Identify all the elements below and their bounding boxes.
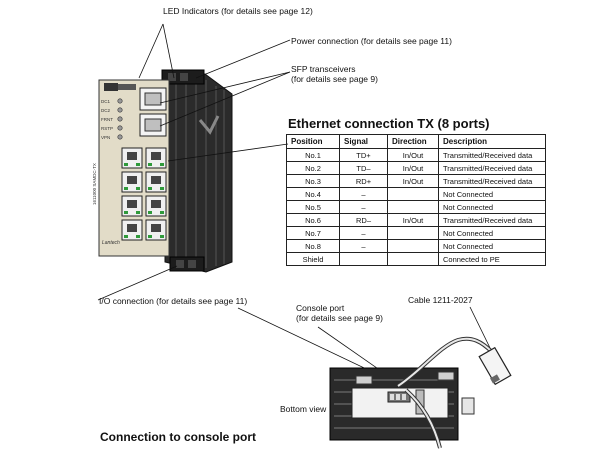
- cell-description: Not Connected: [438, 187, 546, 201]
- table-row: No.5 – Not Connected: [286, 200, 546, 214]
- cell-direction: [387, 187, 439, 201]
- switch-unit: [98, 69, 233, 273]
- table-row: No.3 RD+ In/Out Transmitted/Received dat…: [286, 174, 546, 188]
- led-label-list: DC1 DC2 FRNT RSTP VPN: [101, 97, 113, 142]
- led-label-dc2: DC2: [101, 108, 111, 113]
- led-label-rstp: RSTP: [101, 126, 114, 131]
- power-connection-label: Power connection (for details see page 1…: [291, 36, 452, 46]
- cell-description: Transmitted/Received data: [438, 161, 546, 175]
- cell-description: Not Connected: [438, 226, 546, 240]
- cell-direction: In/Out: [387, 161, 439, 175]
- cable-label: Cable 1211-2027: [408, 295, 473, 305]
- cell-signal: RD+: [339, 174, 388, 188]
- cell-signal: [339, 252, 388, 266]
- cell-position: No.4: [286, 187, 340, 201]
- cell-description: Transmitted/Received data: [438, 213, 546, 227]
- cell-signal: –: [339, 239, 388, 253]
- cell-position: No.1: [286, 148, 340, 162]
- led-label-dc1: DC1: [101, 99, 111, 104]
- header-position: Position: [286, 134, 340, 149]
- sfp-label-line2: (for details see page 9): [291, 74, 378, 84]
- console-port-label: Console port (for details see page 9): [296, 303, 383, 323]
- cell-position: No.2: [286, 161, 340, 175]
- header-signal: Signal: [339, 134, 388, 149]
- table-header-row: Position Signal Direction Description: [286, 134, 546, 149]
- table-row: No.2 TD– In/Out Transmitted/Received dat…: [286, 161, 546, 175]
- led-indicators-label: LED Indicators (for details see page 12): [163, 6, 313, 16]
- led-label-vpn: VPN: [101, 135, 111, 140]
- cell-description: Transmitted/Received data: [438, 174, 546, 188]
- cell-signal: –: [339, 226, 388, 240]
- io-connection-label: I/O connection (for details see page 11): [99, 296, 248, 306]
- table-row: No.7 – Not Connected: [286, 226, 546, 240]
- table-row: No.4 – Not Connected: [286, 187, 546, 201]
- cell-direction: In/Out: [387, 174, 439, 188]
- cell-direction: [387, 226, 439, 240]
- ethernet-connection-table: Position Signal Direction Description No…: [286, 134, 546, 266]
- model-label: 1611000 SAMDC-TX: [92, 163, 97, 205]
- cell-signal: –: [339, 200, 388, 214]
- console-label-line1: Console port: [296, 303, 345, 313]
- cell-direction: [387, 239, 439, 253]
- cell-position: No.5: [286, 200, 340, 214]
- cell-position: No.3: [286, 174, 340, 188]
- sfp-transceivers-label: SFP transceivers (for details see page 9…: [291, 64, 378, 84]
- cell-direction: [387, 252, 439, 266]
- bottom-view-label: Bottom view: [280, 404, 327, 414]
- bottom-view-unit: [329, 367, 475, 441]
- cell-direction: In/Out: [387, 213, 439, 227]
- cell-position: No.8: [286, 239, 340, 253]
- cell-description: Transmitted/Received data: [438, 148, 546, 162]
- sfp-label-line1: SFP transceivers: [291, 64, 356, 74]
- cell-description: Connected to PE: [438, 252, 546, 266]
- cell-direction: [387, 200, 439, 214]
- cell-direction: In/Out: [387, 148, 439, 162]
- ethernet-table-title: Ethernet connection TX (8 ports): [288, 116, 490, 131]
- table-row: Shield Connected to PE: [286, 252, 546, 266]
- console-label-line2: (for details see page 9): [296, 313, 383, 323]
- brand-logo: Lantech: [102, 240, 120, 246]
- table-row: No.1 TD+ In/Out Transmitted/Received dat…: [286, 148, 546, 162]
- led-label-frnt: FRNT: [101, 117, 113, 122]
- table-row: No.6 RD– In/Out Transmitted/Received dat…: [286, 213, 546, 227]
- console-cable: [396, 336, 512, 449]
- cell-signal: RD–: [339, 213, 388, 227]
- cell-signal: –: [339, 187, 388, 201]
- table-row: No.8 – Not Connected: [286, 239, 546, 253]
- cell-position: Shield: [286, 252, 340, 266]
- cell-position: No.7: [286, 226, 340, 240]
- console-section-title: Connection to console port: [100, 430, 256, 444]
- header-direction: Direction: [387, 134, 439, 149]
- cell-signal: TD–: [339, 161, 388, 175]
- cell-description: Not Connected: [438, 200, 546, 214]
- cell-signal: TD+: [339, 148, 388, 162]
- cell-description: Not Connected: [438, 239, 546, 253]
- header-description: Description: [438, 134, 546, 149]
- cell-position: No.6: [286, 213, 340, 227]
